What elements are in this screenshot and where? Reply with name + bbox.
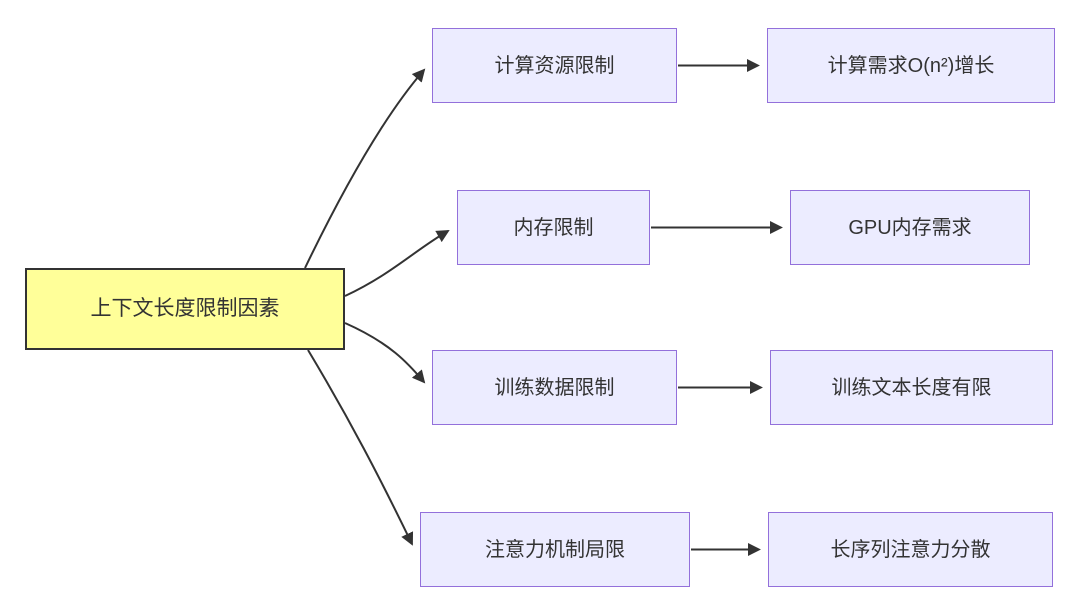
node-label: 训练文本长度有限	[831, 376, 992, 399]
node-effect-gpu-memory: GPU内存需求	[790, 190, 1030, 265]
node-cause-training-data: 训练数据限制	[432, 350, 677, 425]
node-effect-attention-dispersion: 长序列注意力分散	[768, 512, 1053, 587]
edge-root-to-cause-4	[307, 349, 414, 546]
node-label: 训练数据限制	[494, 376, 615, 399]
edge-root-to-cause-3	[344, 322, 426, 384]
node-label: 内存限制	[513, 216, 594, 239]
node-cause-attention: 注意力机制局限	[420, 512, 690, 587]
node-label: GPU内存需求	[848, 216, 972, 239]
node-root: 上下文长度限制因素	[25, 268, 345, 350]
edge-root-to-cause-2	[344, 230, 450, 297]
node-label: 长序列注意力分散	[830, 538, 991, 561]
node-root-label: 上下文长度限制因素	[90, 297, 280, 321]
node-cause-compute: 计算资源限制	[432, 28, 677, 103]
node-label: 计算资源限制	[494, 54, 615, 77]
node-label: 注意力机制局限	[485, 538, 625, 561]
node-label: 计算需求O(n²)增长	[827, 54, 995, 77]
node-effect-text-length: 训练文本长度有限	[770, 350, 1053, 425]
node-effect-compute-growth: 计算需求O(n²)增长	[767, 28, 1055, 103]
edge-root-to-cause-1	[304, 68, 426, 269]
node-cause-memory: 内存限制	[457, 190, 650, 265]
